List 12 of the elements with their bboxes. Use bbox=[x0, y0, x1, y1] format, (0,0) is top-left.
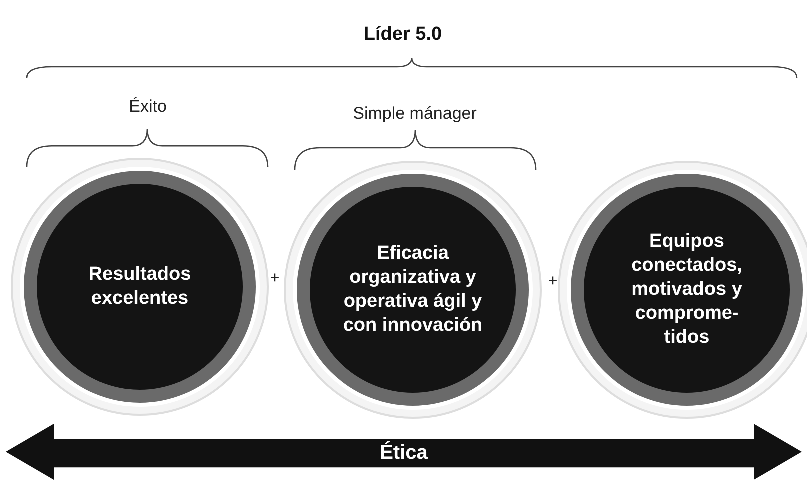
circle-node bbox=[11, 158, 269, 416]
circle-text: Eficacia organizativa y operativa ágil y con innovación bbox=[343, 242, 483, 338]
circle-text: Equipos conectados, motivados y comprome-tidos bbox=[630, 230, 744, 350]
brace-label: Éxito bbox=[129, 97, 167, 117]
circle-text: Resultados excelentes bbox=[88, 263, 192, 311]
brace-label: Simple mánager bbox=[353, 104, 477, 124]
plus-sign: + bbox=[548, 273, 558, 291]
plus-sign: + bbox=[270, 270, 280, 288]
circle-node bbox=[284, 161, 542, 419]
double-arrow-band bbox=[6, 424, 802, 480]
band-label: Ética bbox=[380, 441, 428, 466]
title: Líder 5.0 bbox=[364, 24, 442, 46]
